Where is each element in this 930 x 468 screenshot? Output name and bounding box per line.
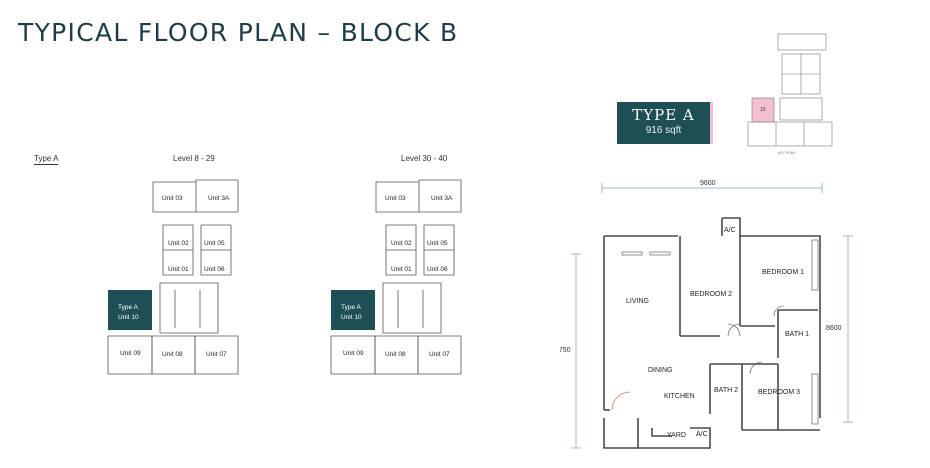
unit-10-highlight [108,290,152,330]
badge-accent-bar [710,102,713,144]
unit-02-label: Unit 02 [168,240,189,247]
type-a-legend-label: Type A [34,154,59,165]
room-living: LIVING [626,298,649,305]
unit-01-label: Unit 01 [391,266,412,273]
type-badge-title: TYPE A [632,106,695,124]
room-bath-2: BATH 2 [714,387,738,394]
unit-floor-plan: 9600 8750 8600 A/ [560,180,853,449]
unit-10-label: Unit 10 [118,314,139,321]
unit-3a-label: Unit 3A [431,195,453,202]
unit-10-type-label: Type A [341,304,362,311]
room-kitchen: KITCHEN [664,393,695,400]
room-bedroom-2: BEDROOM 2 [690,291,732,298]
unit-09-label: Unit 09 [120,350,141,357]
room-dining: DINING [648,367,673,374]
key-plan: 10 KEY PLAN [747,33,833,155]
block-plan-level-8-29: Unit 03 Unit 3A Unit 02 Unit 05 Unit 01 … [107,179,239,375]
room-ac-bottom: A/C [696,431,708,438]
room-ac-top: A/C [724,227,736,234]
unit-09-label: Unit 09 [343,350,364,357]
block-plan-level-30-40: Unit 03 Unit 3A Unit 02 Unit 05 Unit 01 … [330,179,462,375]
unit-07-label: Unit 07 [206,351,227,358]
unit-06-label: Unit 06 [427,266,448,273]
unit-03-label: Unit 03 [162,195,183,202]
unit-3a-label: Unit 3A [208,195,230,202]
unit-05-label: Unit 05 [427,240,448,247]
dimension-height-left: 8750 [560,347,571,354]
level-range-left: Level 8 - 29 [173,154,215,163]
unit-08-label: Unit 08 [385,351,406,358]
key-plan-caption: KEY PLAN [778,151,796,155]
type-badge: TYPE A 916 sqft [617,102,710,144]
unit-02-label: Unit 02 [391,240,412,247]
key-plan-highlight [751,97,775,123]
unit-10-type-label: Type A [118,304,139,311]
level-range-right: Level 30 - 40 [401,154,448,163]
unit-08-label: Unit 08 [162,351,183,358]
page-title: TYPICAL FLOOR PLAN – BLOCK B [18,18,459,47]
unit-07-label: Unit 07 [429,351,450,358]
unit-05-label: Unit 05 [204,240,225,247]
dimension-height-right: 8600 [826,325,842,332]
main-entrance-door [611,391,631,411]
room-bedroom-1: BEDROOM 1 [762,269,804,276]
room-bedroom-3: BEDROOM 3 [758,389,800,396]
room-bath-1: BATH 1 [785,331,809,338]
unit-01-label: Unit 01 [168,266,189,273]
room-yard: YARD [667,432,686,439]
unit-10-highlight [331,290,375,330]
key-plan-unit-number: 10 [760,107,766,113]
type-badge-area: 916 sqft [645,125,682,136]
unit-06-label: Unit 06 [204,266,225,273]
dimension-width: 9600 [700,180,716,187]
unit-03-label: Unit 03 [385,195,406,202]
unit-10-label: Unit 10 [341,314,362,321]
